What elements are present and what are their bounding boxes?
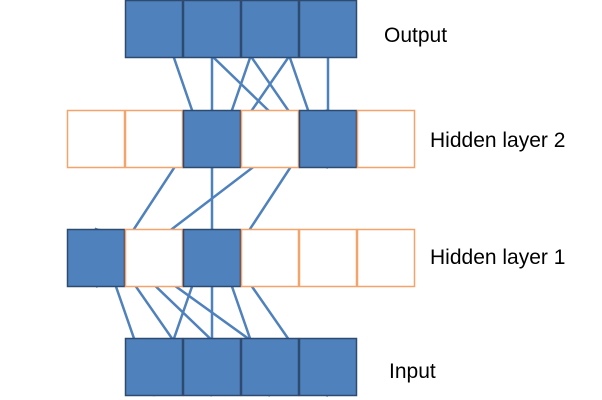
units-group [66, 0, 416, 397]
hidden2-unit-0-inactive [66, 109, 126, 169]
hidden2-unit-1-inactive [124, 109, 184, 169]
hidden1-unit-0-active [66, 228, 126, 288]
hidden1-unit-3-inactive [240, 228, 300, 288]
hidden1-unit-4-inactive [298, 228, 358, 288]
connections-group [92, 0, 337, 398]
hidden1-unit-2-active [182, 228, 242, 288]
hidden1-unit-1-inactive [124, 228, 184, 288]
output-unit-2-active [240, 0, 300, 59]
output-unit-1-active [182, 0, 242, 59]
hidden1-unit-5-inactive [356, 228, 416, 288]
hidden2-unit-3-inactive [240, 109, 300, 169]
output-unit-3-active [298, 0, 358, 59]
input-unit-0-active [124, 337, 184, 397]
input-unit-1-active [182, 337, 242, 397]
hidden-layer-1-label: Hidden layer 1 [430, 246, 566, 269]
hidden2-unit-4-active [298, 109, 358, 169]
output-unit-0-active [124, 0, 184, 59]
hidden2-unit-2-active [182, 109, 242, 169]
hidden2-unit-5-inactive [356, 109, 416, 169]
output-layer-label: Output [384, 24, 448, 47]
input-layer-label: Input [389, 360, 436, 383]
input-unit-3-active [298, 337, 358, 397]
input-unit-2-active [240, 337, 300, 397]
hidden-layer-2-label: Hidden layer 2 [430, 129, 566, 152]
